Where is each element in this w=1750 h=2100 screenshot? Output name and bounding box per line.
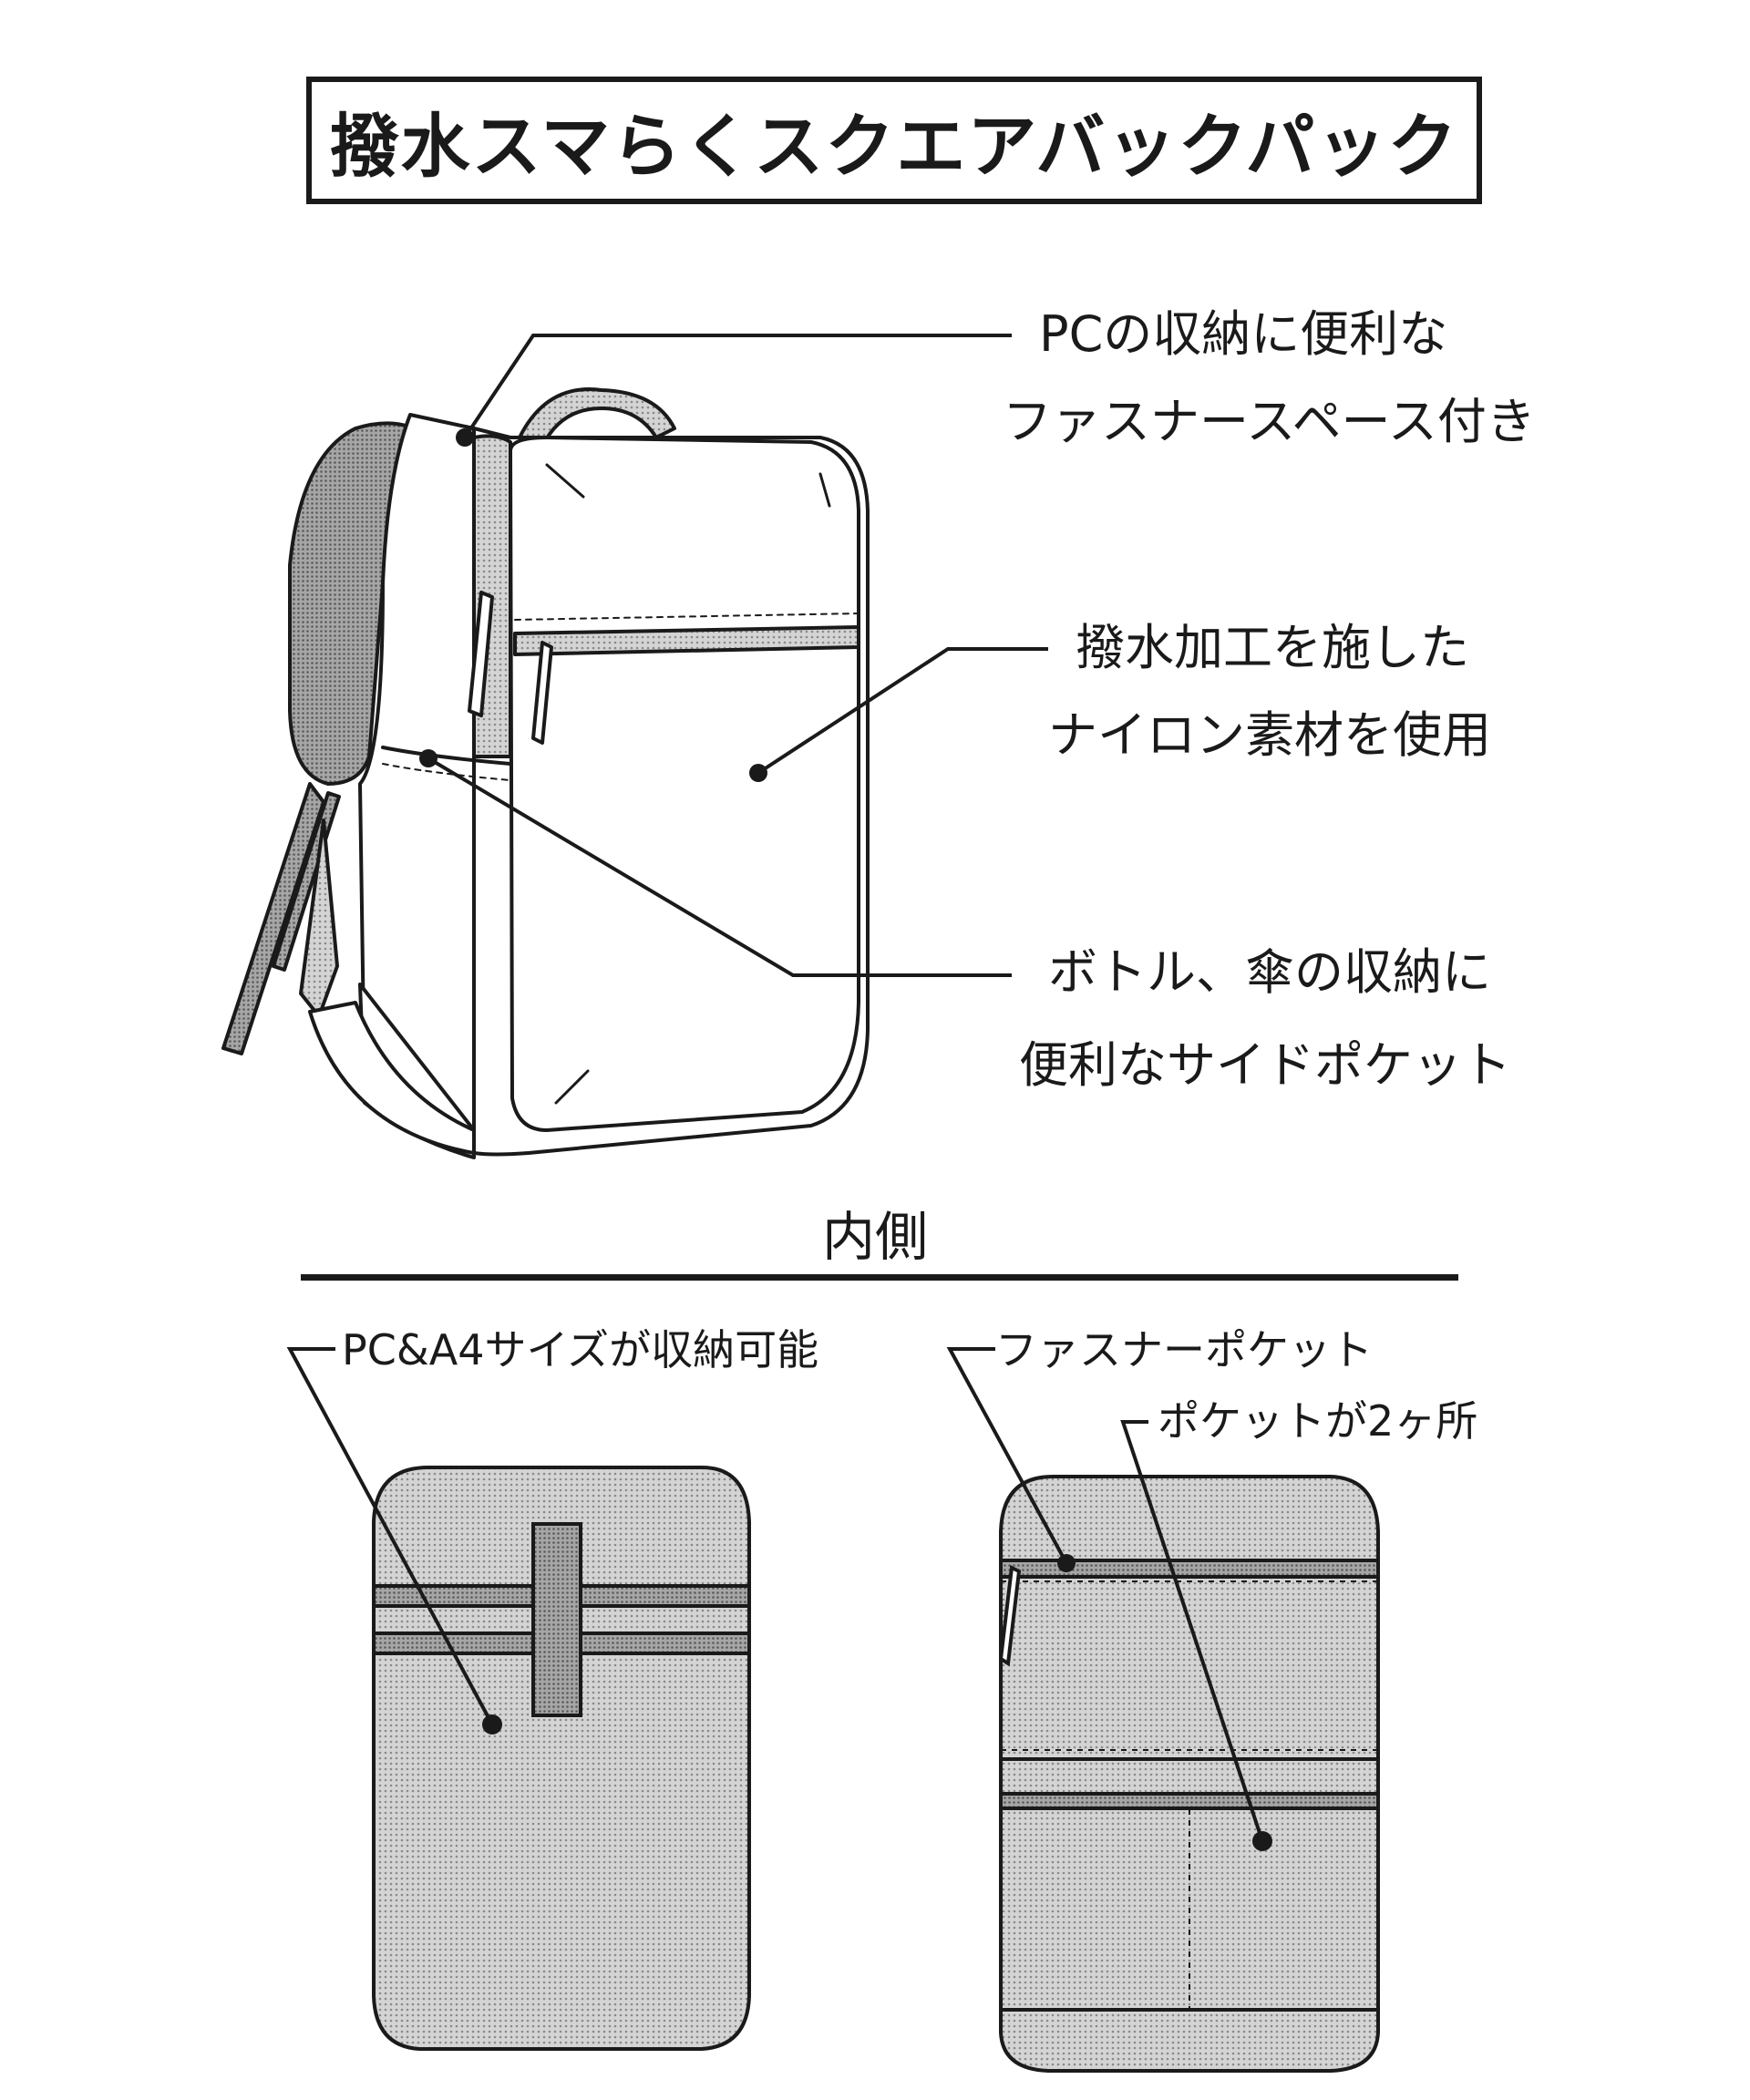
- section-divider: [301, 1274, 1458, 1281]
- dot-side-pocket: [419, 749, 438, 767]
- leader-pocket-count: [1120, 1420, 1264, 1842]
- strap-band: [531, 1522, 582, 1717]
- inner-callout-leaders: [286, 1347, 1264, 1842]
- dot-pc-space: [456, 428, 474, 447]
- callout-side-pocket-line1: ボトル、傘の収納に: [1048, 943, 1491, 1001]
- inner-panel-left: [372, 1466, 751, 2051]
- callout-side-pocket-line2: 便利なサイドポケット: [1019, 1036, 1511, 1094]
- callout-pc-a4: PC&A4サイズが収納可能: [342, 1325, 819, 1374]
- leader-side-pocket: [427, 757, 1012, 977]
- callout-pocket-count: ポケットが2ヶ所: [1158, 1396, 1478, 1446]
- shoulder-strap: [221, 782, 325, 1055]
- dot-nylon: [749, 764, 767, 782]
- front-pocket-zipper: [513, 625, 860, 656]
- dot-pocket-count: [1252, 1831, 1272, 1851]
- callout-zip-pocket: ファスナーポケット: [995, 1325, 1373, 1374]
- leader-pc-space: [463, 334, 1012, 439]
- dot-zip-pocket: [1057, 1554, 1076, 1572]
- callout-nylon-line2: ナイロン素材を使用: [1048, 706, 1491, 764]
- leader-pc-a4: [286, 1347, 494, 1725]
- product-title: 撥水スマらくスクエアバックパック: [329, 106, 1459, 187]
- title-box: 撥水スマらくスクエアバックパック: [306, 77, 1482, 204]
- leader-zip-pocket: [946, 1347, 1068, 1564]
- inner-callout-dots: [482, 1554, 1272, 1851]
- callout-dots: [419, 428, 767, 782]
- side-pocket: [381, 746, 512, 766]
- backpack-illustration: [221, 387, 870, 1159]
- dot-pc-a4: [482, 1714, 502, 1735]
- inside-section-title: 内側: [821, 1206, 928, 1268]
- callout-pc-space-line2: ファスナースペース付き: [1003, 393, 1536, 450]
- callout-leaders: [427, 334, 1048, 977]
- leader-nylon: [757, 647, 1048, 775]
- callout-pc-space-line1: PCの収納に便利な: [1039, 305, 1448, 363]
- top-handle: [518, 387, 676, 448]
- callout-nylon-line1: 撥水加工を施した: [1076, 619, 1469, 676]
- inner-panel-right: [998, 1475, 1380, 2073]
